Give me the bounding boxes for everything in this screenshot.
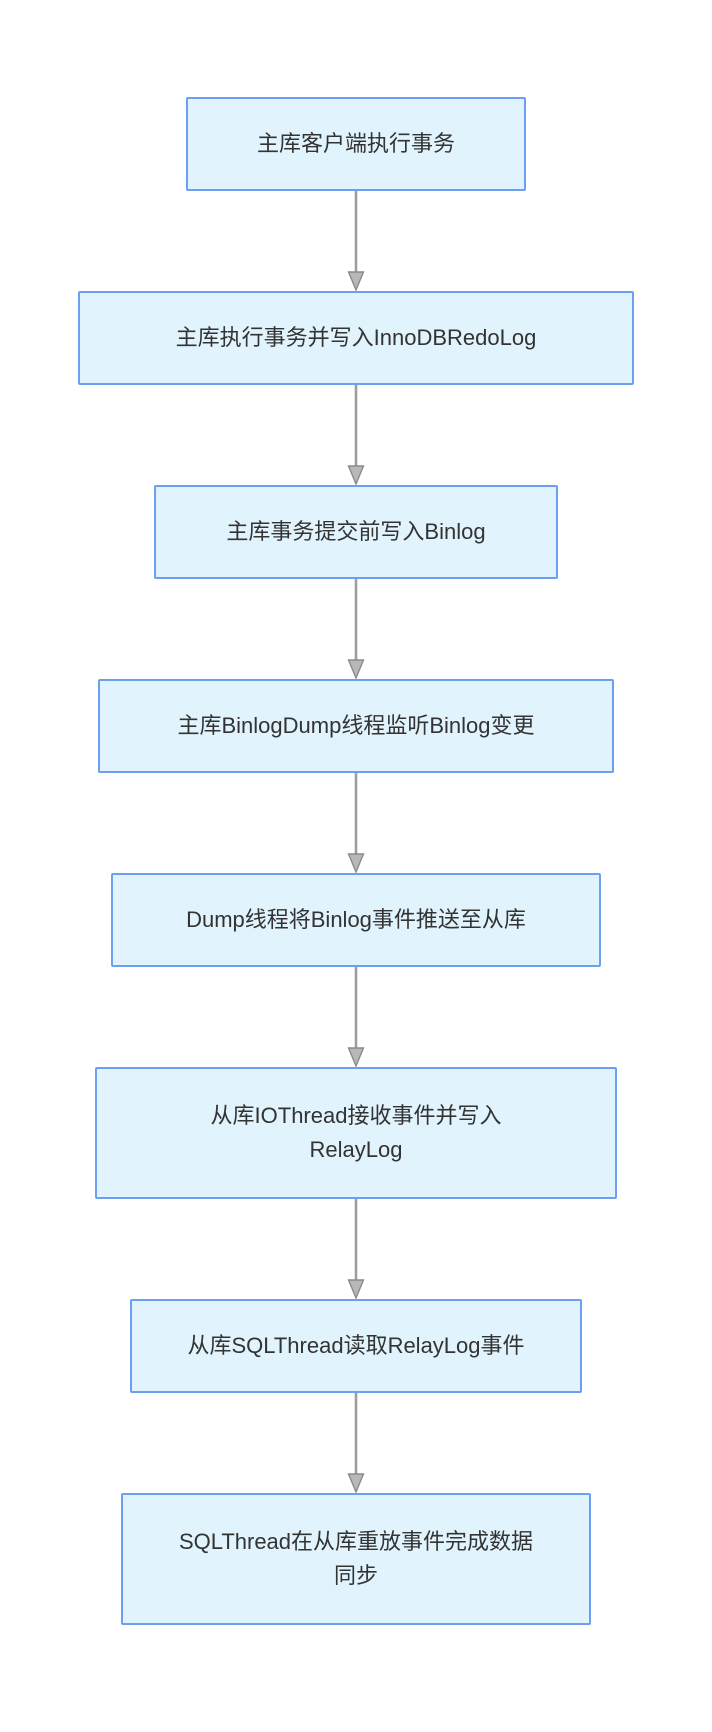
flow-node-write-binlog: 主库事务提交前写入Binlog: [154, 485, 558, 579]
arrow-down-icon: [347, 579, 365, 679]
flow-edge-6: [345, 1199, 367, 1299]
arrow-down-icon: [347, 191, 365, 291]
flow-node-label-line2: 同步: [333, 1563, 378, 1588]
flow-node-redo-log: 主库执行事务并写入InnoDBRedoLog: [78, 291, 634, 385]
flow-node-label-line2: RelayLog: [309, 1137, 403, 1162]
flow-edge-4: [345, 773, 367, 873]
flow-node-label-line1: SQLThread在从库重放事件完成数据: [178, 1529, 534, 1554]
flow-edge-7: [345, 1393, 367, 1493]
arrow-down-icon: [347, 773, 365, 873]
flow-node-sql-thread-read: 从库SQLThread读取RelayLog事件: [130, 1299, 582, 1393]
flow-edge-3: [345, 579, 367, 679]
flow-node-replay-sync: SQLThread在从库重放事件完成数据 同步: [121, 1493, 591, 1625]
flow-node-label: 主库客户端执行事务: [256, 131, 455, 156]
arrow-down-icon: [347, 967, 365, 1067]
flow-node-label-line1: 从库IOThread接收事件并写入: [210, 1103, 502, 1128]
flow-node-label: 主库执行事务并写入InnoDBRedoLog: [175, 325, 537, 350]
flow-edge-2: [345, 385, 367, 485]
arrow-down-icon: [347, 1393, 365, 1493]
flow-node-io-thread-relaylog: 从库IOThread接收事件并写入 RelayLog: [95, 1067, 617, 1199]
flow-node-label: Dump线程将Binlog事件推送至从库: [186, 907, 526, 932]
arrow-down-icon: [347, 385, 365, 485]
flow-edge-5: [345, 967, 367, 1067]
flow-edge-1: [345, 191, 367, 291]
flow-node-dump-push: Dump线程将Binlog事件推送至从库: [111, 873, 601, 967]
arrow-down-icon: [347, 1199, 365, 1299]
flow-node-client-transaction: 主库客户端执行事务: [186, 97, 526, 191]
flow-node-binlog-dump-listen: 主库BinlogDump线程监听Binlog变更: [98, 679, 614, 773]
flow-node-label: 主库BinlogDump线程监听Binlog变更: [177, 713, 535, 738]
flow-node-label: 从库SQLThread读取RelayLog事件: [187, 1333, 525, 1358]
flowchart: 主库客户端执行事务 主库执行事务并写入InnoDBRedoLog 主库事务提交前…: [0, 97, 712, 1625]
flow-node-label: 主库事务提交前写入Binlog: [226, 519, 486, 544]
